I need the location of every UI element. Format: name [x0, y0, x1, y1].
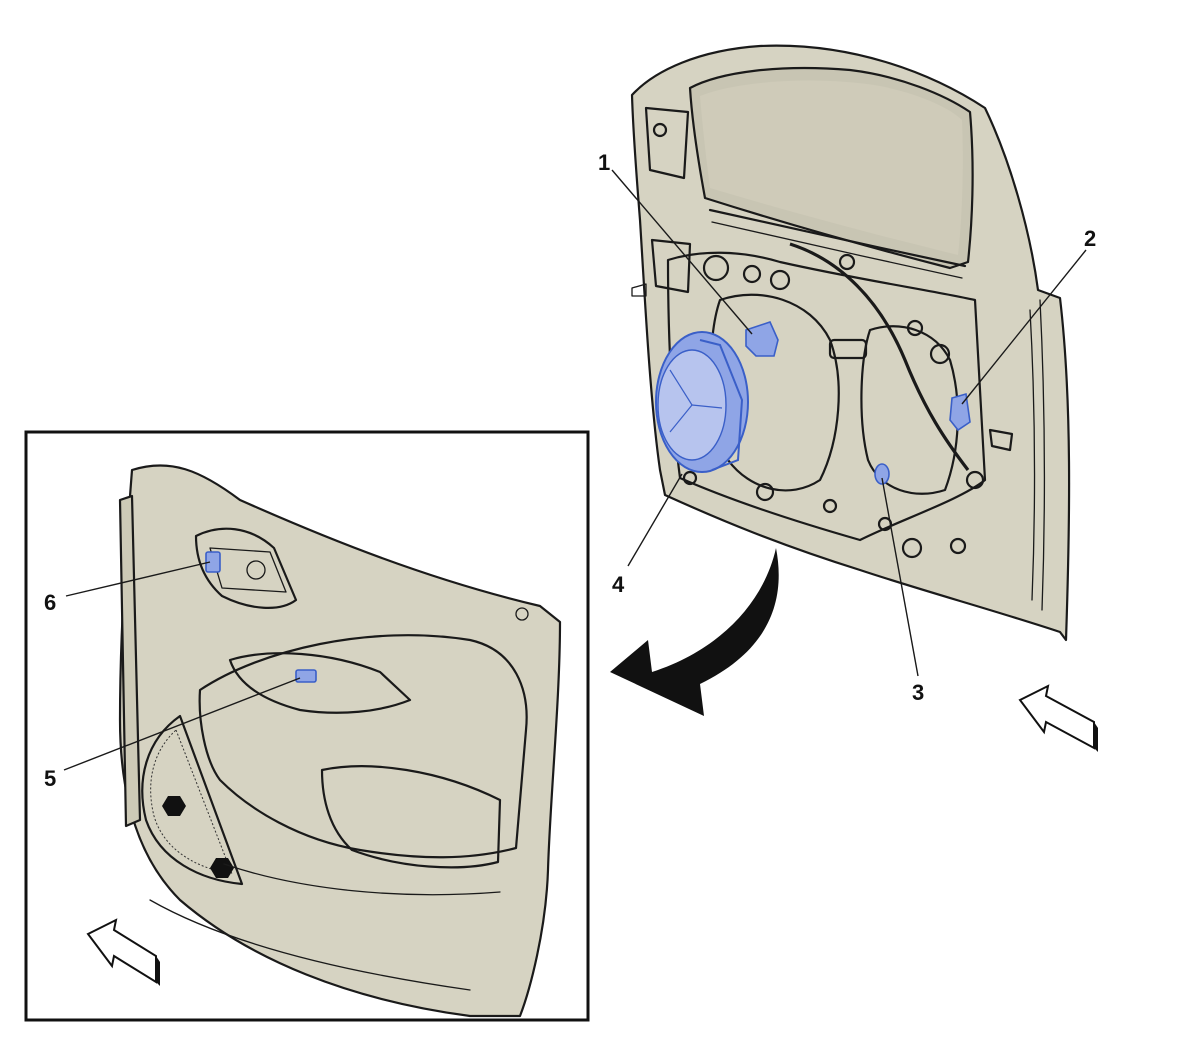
callout-6: 6 — [44, 590, 56, 615]
callout-5: 5 — [44, 766, 56, 791]
wiring-connector-1-highlighted — [745, 321, 779, 357]
view-direction-arrow-icon — [1018, 684, 1098, 752]
callout-2: 2 — [1084, 226, 1096, 251]
wiring-connector-2-highlighted — [949, 392, 971, 432]
door-inner-frame — [630, 44, 1071, 642]
callout-3: 3 — [912, 680, 924, 705]
callout-1: 1 — [598, 150, 610, 175]
door-speaker-front-highlighted — [655, 331, 749, 473]
speaker-grille — [141, 714, 244, 886]
callout-4: 4 — [612, 572, 625, 597]
curved-arrow-icon — [610, 548, 779, 716]
power-window-switch-highlighted — [295, 669, 317, 683]
door-trim-panel — [118, 464, 562, 1018]
wiring-connector-3-highlighted — [874, 463, 890, 485]
fastener-bosses — [652, 122, 985, 559]
view-direction-arrow-icon — [86, 918, 160, 986]
power-door-lock-switch-highlighted — [205, 551, 221, 573]
